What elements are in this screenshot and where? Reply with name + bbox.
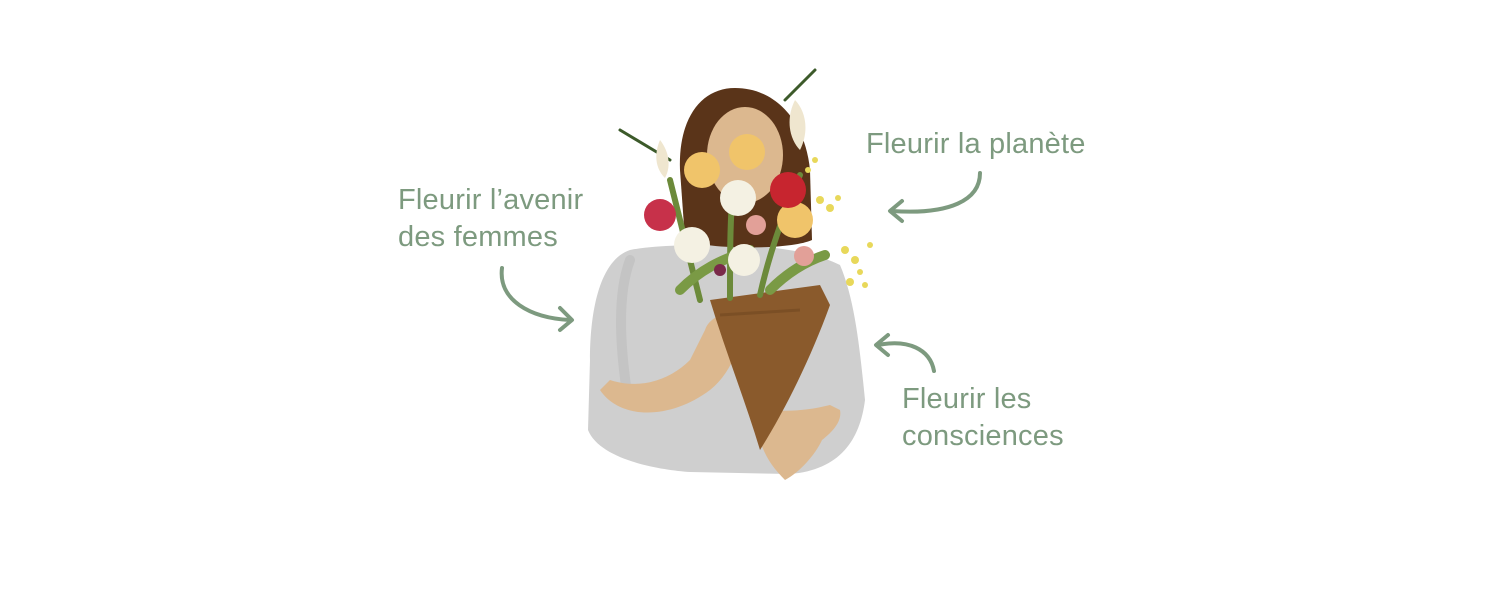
caption-avenir-line1: Fleurir l’avenir: [398, 184, 584, 216]
mimosa-flowers: [805, 157, 873, 288]
arrow-avenir-icon: [499, 266, 574, 332]
flower-white-2: [674, 227, 710, 263]
flower-white-3: [728, 244, 760, 276]
flower-white-1: [720, 180, 756, 216]
arrow-consciences-icon: [874, 333, 936, 373]
caption-planete-line1: Fleurir la planète: [866, 128, 1086, 160]
caption-consciences-line1: Fleurir les: [902, 383, 1032, 415]
caption-avenir-line2: des femmes: [398, 221, 558, 253]
caption-fleurir-planete: Fleurir la planète: [866, 126, 1086, 163]
flower-pink-2: [794, 246, 814, 266]
flower-yellow-1: [684, 152, 720, 188]
flower-yellow-3: [777, 202, 813, 238]
woman-holding-bouquet-icon: [588, 68, 873, 480]
arrow-planete-icon: [888, 171, 982, 223]
flower-pink-1: [746, 215, 766, 235]
paper-cone-shape: [710, 285, 830, 450]
flower-yellow-2: [729, 134, 765, 170]
caption-consciences-line2: consciences: [902, 420, 1064, 452]
caption-fleurir-consciences: Fleurir les consciences: [902, 381, 1064, 455]
flower-red-2: [644, 199, 676, 231]
flower-red-1: [770, 172, 806, 208]
caption-fleurir-avenir-femmes: Fleurir l’avenir des femmes: [398, 182, 583, 256]
